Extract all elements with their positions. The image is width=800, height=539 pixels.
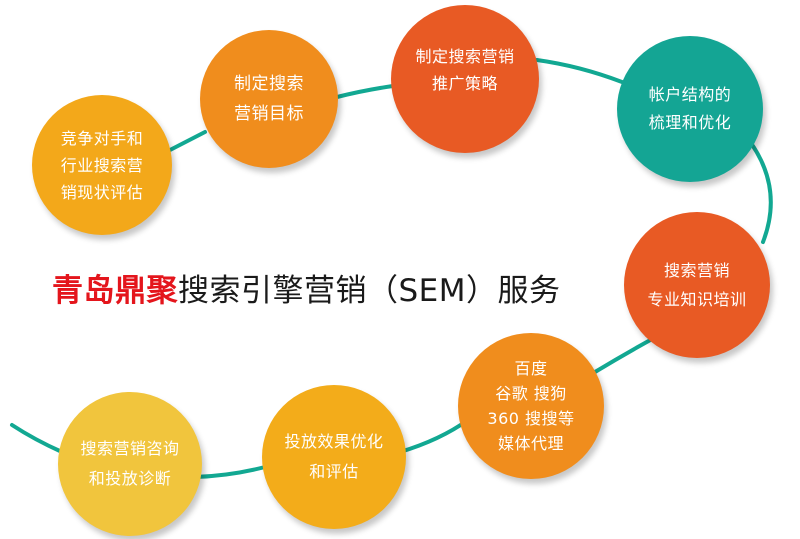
connector-line-7 [192, 465, 267, 479]
step-node-optimization: 投放效果优化 和评估 [262, 385, 406, 529]
node-line: 搜索营销 [663, 261, 730, 280]
connector-line-3 [535, 58, 624, 84]
node-text: 制定搜索营销 推广策略 [415, 43, 514, 97]
node-line: 竞争对手和 [60, 128, 144, 148]
node-line: 投放效果优化 [284, 432, 384, 451]
connector-line-2 [335, 84, 395, 99]
node-text: 百度 谷歌 搜狗 360 搜搜等 媒体代理 [487, 356, 574, 456]
node-text: 帐户结构的 梳理和优化 [649, 81, 732, 137]
node-line: 销现状评估 [60, 182, 144, 202]
node-text: 制定搜索 营销目标 [234, 69, 304, 129]
title-company: 青岛鼎聚 [52, 272, 178, 309]
node-text: 投放效果优化 和评估 [284, 427, 383, 487]
title-service: 搜索引擎营销（SEM）服务 [178, 272, 561, 309]
node-line: 推广策略 [431, 74, 498, 93]
node-line: 专业知识培训 [647, 290, 747, 309]
node-line: 媒体代理 [497, 434, 564, 453]
diagram-title: 青岛鼎聚搜索引擎营销（SEM）服务 [52, 262, 561, 312]
node-line: 制定搜索营销 [415, 47, 515, 66]
node-text: 搜索营销咨询 和投放诊断 [80, 434, 179, 494]
node-line: 谷歌 搜狗 [495, 384, 567, 403]
step-node-set-goals: 制定搜索 营销目标 [200, 30, 338, 168]
connector-line-6 [398, 418, 470, 454]
connector-line-8 [10, 423, 64, 454]
node-line: 和评估 [309, 462, 359, 481]
step-node-competitor-assessment: 竞争对手和 行业搜索营 销现状评估 [32, 95, 172, 235]
node-line: 百度 [514, 359, 548, 378]
node-line: 制定搜索 [234, 74, 304, 94]
node-text: 搜索营销 专业知识培训 [647, 256, 746, 314]
node-line: 梳理和优化 [648, 113, 732, 132]
step-node-account-structure: 帐户结构的 梳理和优化 [617, 36, 763, 182]
connector-line-1 [168, 130, 207, 152]
step-node-consulting: 搜索营销咨询 和投放诊断 [58, 392, 202, 536]
node-line: 营销目标 [234, 104, 304, 124]
node-line: 搜索营销咨询 [80, 439, 180, 458]
step-node-training: 搜索营销 专业知识培训 [624, 212, 770, 358]
node-line: 360 搜搜等 [487, 409, 575, 428]
step-node-strategy: 制定搜索营销 推广策略 [391, 5, 539, 153]
node-line: 行业搜索营 [60, 155, 144, 175]
step-node-media-agency: 百度 谷歌 搜狗 360 搜搜等 媒体代理 [458, 333, 604, 479]
node-line: 和投放诊断 [88, 469, 172, 488]
node-line: 帐户结构的 [648, 85, 732, 104]
node-text: 竞争对手和 行业搜索营 销现状评估 [61, 125, 144, 206]
